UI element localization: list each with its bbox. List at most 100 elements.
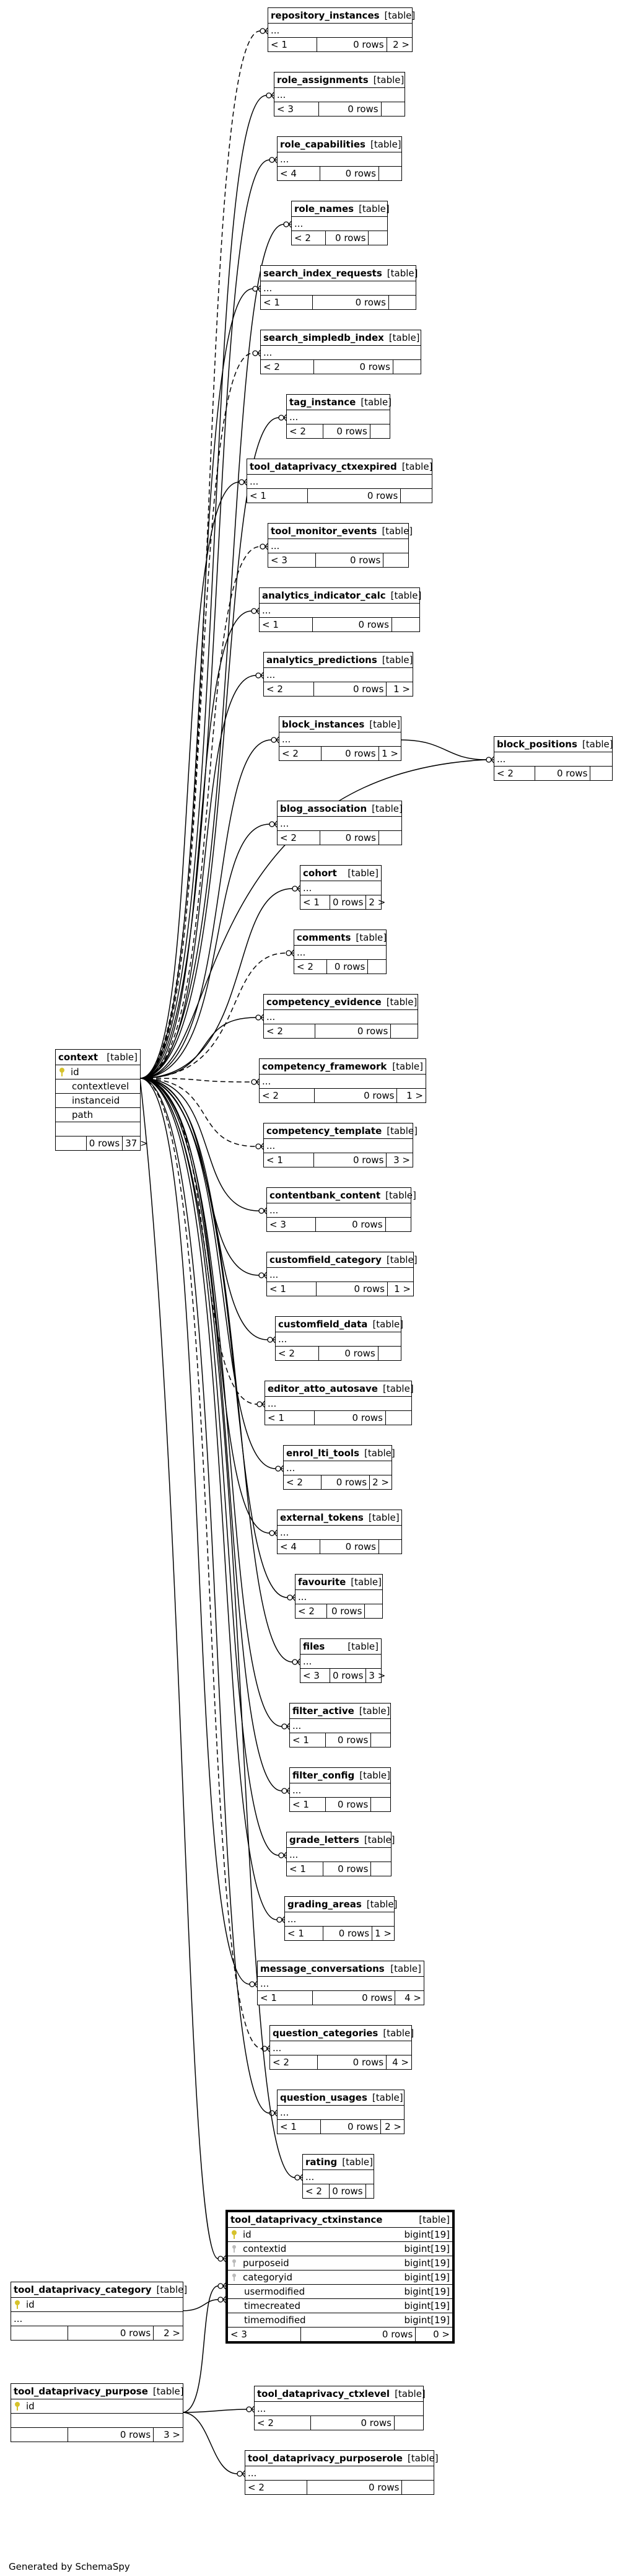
edge-context-ctxinstance — [139, 1078, 219, 2259]
ellipsis-row: ... — [265, 1397, 411, 1411]
table-type: [table] — [359, 1705, 390, 1717]
edge-context-role-assignments — [139, 95, 267, 1079]
table-name: block_instances — [282, 719, 365, 730]
table-name: rating — [305, 2156, 338, 2168]
table-type: [table] — [387, 268, 418, 279]
crows-foot-icon — [217, 2296, 226, 2303]
ellipsis-row: ... — [260, 1075, 426, 1089]
ellipsis-row: ... — [264, 1139, 413, 1153]
table-name: favourite — [298, 1576, 346, 1588]
edge-context-role-capabilities — [139, 159, 270, 1079]
edge-context-question-usages — [139, 1078, 270, 2114]
table-name: comments — [297, 932, 351, 943]
crows-foot-icon — [292, 885, 300, 892]
ellipsis-row: ... — [261, 281, 416, 296]
table-name: search_index_requests — [263, 268, 382, 279]
table-type: [table] — [582, 739, 613, 750]
table-context[interactable]: context[table] id contextlevel instancei… — [55, 1049, 148, 1151]
ellipsis-row: ... — [268, 24, 412, 38]
column-path[interactable]: path — [56, 1108, 140, 1122]
table-tool-dataprivacy-category[interactable]: tool_dataprivacy_category[table] id ... … — [11, 2282, 187, 2341]
table-name: question_usages — [280, 2092, 367, 2103]
table-type: [table] — [366, 1899, 398, 1910]
column-contextlevel[interactable]: contextlevel — [56, 1079, 140, 1094]
table-tool-dataprivacy-ctxexpired[interactable]: tool_dataprivacy_ctxexpired[table]...< 1… — [247, 459, 432, 503]
ellipsis-row: ... — [287, 410, 390, 424]
table-type: [table] — [359, 1770, 390, 1781]
table-type: [table] — [361, 397, 392, 408]
ellipsis-row: ... — [245, 2466, 434, 2481]
primary-key-icon — [230, 2230, 238, 2239]
column-id[interactable]: id — [56, 1065, 140, 1079]
ellipsis-row: ... — [303, 2170, 374, 2184]
table-name: message_conversations — [260, 1963, 385, 1974]
ellipsis-row: ... — [247, 475, 432, 489]
column-id[interactable]: id — [11, 2399, 183, 2414]
table-tool-dataprivacy-purposerole[interactable]: tool_dataprivacy_purposerole[table]...< … — [245, 2450, 439, 2495]
table-name: customfield_category — [269, 1254, 382, 1265]
crows-foot-icon — [251, 607, 260, 615]
table-type: [table] — [382, 1383, 414, 1394]
edge-context-tag-instance — [139, 417, 279, 1079]
edge-context-analytics-indicator-calc — [139, 610, 252, 1079]
column-instanceid[interactable]: instanceid — [56, 1094, 140, 1108]
ellipsis-row: ... — [290, 1719, 390, 1733]
table-name: competency_template — [266, 1125, 382, 1136]
table-type: [table] — [386, 1254, 418, 1265]
column-id[interactable]: id — [11, 2298, 183, 2312]
table-tool-dataprivacy-purpose[interactable]: tool_dataprivacy_purpose[table] id 0 row… — [11, 2383, 184, 2442]
table-name: question_categories — [273, 2028, 378, 2039]
edge-context-files — [139, 1078, 293, 1663]
